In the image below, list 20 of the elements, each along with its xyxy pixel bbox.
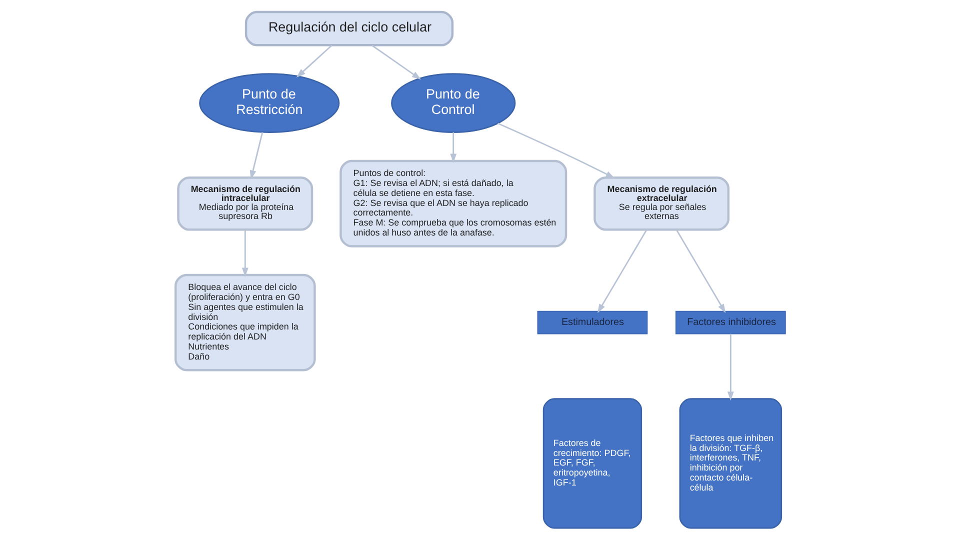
- arrow: [249, 132, 263, 180]
- node-box: Mecanismo de regulación intracelular Mediado por la proteína supresora Rb: [176, 176, 313, 231]
- arrow: [726, 334, 734, 401]
- node-box: Puntos de control: G1: Se revisa el ADN; si está dañado, la célula se detiene en esta fase. G2: Se revisa que el ADN se haya replicado correctamente. Fase M: Se comprueba que los cromosomas estén unidos al huso antes de la anafase.: [339, 160, 567, 248]
- arrow: [497, 122, 614, 178]
- arrow: [675, 230, 726, 314]
- arrow: [296, 44, 332, 78]
- arrow: [241, 230, 248, 277]
- node-box: Factores que inhiben la división: TGF-β, interferones, TNF, inhibición por contacto célula-célula: [678, 398, 782, 529]
- node-box: Bloquea el avance del ciclo (proliferación) y entra en G0 Sin agentes que estimulen la división Condiciones que impiden la replicación del ADN Nutrientes Daño: [174, 274, 316, 372]
- node-box: Factores de crecimiento: PDGF, EGF, FGF, eritropoyetina, IGF-1: [542, 398, 642, 529]
- node-box: Mecanismo de regulación extracelular Se regula por señales externas: [593, 176, 730, 231]
- node-box: Regulación del ciclo celular: [244, 10, 454, 46]
- node-box: Estimuladores: [536, 310, 648, 334]
- node-ellipse: Punto de Control: [390, 73, 516, 133]
- arrow: [596, 230, 647, 314]
- node-box: Factores inhibidores: [674, 310, 786, 334]
- arrow: [370, 44, 421, 80]
- arrow: [450, 132, 456, 163]
- node-ellipse: Punto de Restricción: [198, 73, 340, 133]
